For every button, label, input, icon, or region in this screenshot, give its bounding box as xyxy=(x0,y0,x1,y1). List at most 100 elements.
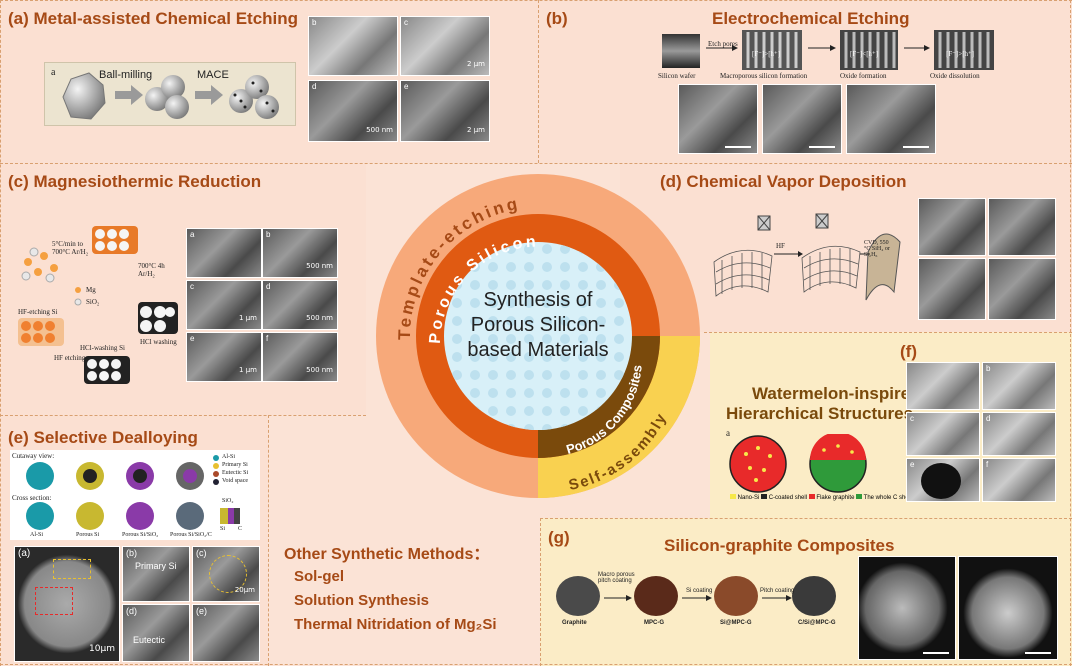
panel-f-sublabel: a xyxy=(726,428,730,438)
tem-image-f-4: d xyxy=(982,412,1056,456)
tem-image-f-5: e xyxy=(906,458,980,502)
wafer-image xyxy=(662,34,700,68)
divider xyxy=(0,415,366,416)
panel-g-label: (g) xyxy=(548,528,570,547)
sem-image-e-a: (a) 10μm xyxy=(14,546,120,662)
sio2-label: SiO₂ xyxy=(86,298,100,306)
layer-si-label: Si xyxy=(220,526,226,532)
panel-e-title: (e) Selective Dealloying xyxy=(8,428,198,447)
etch-label: Etch pores xyxy=(708,40,738,48)
panel-f-label: (f) xyxy=(900,342,917,361)
tem-image-f-3: c xyxy=(906,412,980,456)
legend-primary-si: Primary Si xyxy=(222,462,248,468)
divider xyxy=(268,415,269,666)
panel-f-legend: Nano-Si C-coated shell Flake graphite Th… xyxy=(730,494,911,504)
si-coating-label: Si coating xyxy=(686,588,713,594)
si-mpc-g-label: Si@MPC-G xyxy=(720,620,752,626)
graphite-label: Graphite xyxy=(562,620,587,626)
sem-image-d-4 xyxy=(988,258,1056,320)
cross-section-label: Cross section: xyxy=(12,494,52,502)
sem-image-e-c: (c)20μm xyxy=(192,546,260,602)
mace-scheme-graphic xyxy=(62,72,279,120)
watermelon-graphic xyxy=(729,434,867,493)
dealloying-scheme: Cutaway view: Cross section: Al-Si Prima… xyxy=(10,450,260,540)
c-si-mpc-g-label: C/Si@MPC-G xyxy=(798,620,836,626)
ion-ratio-3: [F⁻]>[h⁺] xyxy=(946,50,975,58)
hcl-label: HCl washing xyxy=(140,338,177,346)
mace-label: MACE xyxy=(197,69,229,81)
panel-b-label: (b) xyxy=(546,9,568,28)
macroporous-label: Macroporous silicon formation xyxy=(720,72,808,80)
hf-arrow-label: HF xyxy=(776,242,785,250)
stage-porous-si-sio2: Porous Si/SiO₂ xyxy=(122,532,159,538)
cvd-condition-label: CVD, 550 °C SiH₄ or Si₂H₆ xyxy=(864,240,890,258)
dealloying-graphic xyxy=(26,455,240,530)
tem-image-f-2: b xyxy=(982,362,1056,410)
other-method-item: Solution Synthesis xyxy=(294,592,430,609)
legend-void-space: Void space xyxy=(222,478,249,484)
tem-image-f-6: f xyxy=(982,458,1056,502)
sem-image-a-b: b xyxy=(308,16,398,76)
temperature-label: 5°C/min to 700°C Ar/H₂ xyxy=(52,240,89,256)
cutaway-label: Cutaway view: xyxy=(12,452,55,460)
sem-image-d-3 xyxy=(918,258,986,320)
sem-image-g-1 xyxy=(858,556,956,660)
stage-porous-si-sio2-c: Porous Si/SiO₂/C xyxy=(170,532,212,538)
divider xyxy=(704,332,1072,333)
sem-image-b-3 xyxy=(846,84,936,154)
cvd-scheme-graphic xyxy=(713,213,901,301)
sem-image-d-1 xyxy=(918,198,986,256)
panel-b-title: Electrochemical Etching xyxy=(712,9,910,28)
magnesio-scheme: 5°C/min to 700°C Ar/H₂ Mg SiO₂ HF-etchin… xyxy=(14,222,182,392)
center-ring-diagram: Template-etching Porous Silicon Porous C… xyxy=(376,174,700,498)
other-method-item: Sol-gel xyxy=(294,568,345,585)
etching-scheme-graphic xyxy=(706,30,994,70)
ion-ratio-2: [F⁻]<[h⁺] xyxy=(850,50,879,58)
magnesio-scheme-graphic xyxy=(18,226,178,384)
divider xyxy=(1070,0,1071,666)
panel-a-scheme: a Ball-milling MACE xyxy=(44,62,296,126)
panel-c-title: (c) Magnesiothermic Reduction xyxy=(8,172,262,191)
stage-porous-si: Porous Si xyxy=(76,532,100,538)
macro-porous-label: Macro porous pitch coating xyxy=(598,572,635,584)
sem-image-b-2 xyxy=(762,84,842,154)
center-title-line2: Porous Silicon- xyxy=(470,314,606,336)
sem-image-e-b: (b)Primary Si xyxy=(122,546,190,602)
divider xyxy=(538,0,539,163)
divider xyxy=(0,0,1072,1)
oxide-formation-label: Oxide formation xyxy=(840,72,887,80)
other-method-item: Thermal Nitridation of Mg₂Si xyxy=(294,616,497,633)
hf-etching-si-label: HF-etching Si xyxy=(18,308,58,316)
legend-eutectic-si: Eutectic Si xyxy=(222,470,249,476)
si-graphite-scheme-graphic xyxy=(556,576,836,616)
divider xyxy=(0,664,1072,665)
panel-f-title-line2: Hierarchical Structures xyxy=(726,404,914,423)
layer-c-label: C xyxy=(238,526,243,532)
panel-g-title: Silicon-graphite Composites xyxy=(664,536,895,555)
condition-label: 700°C 4h Ar/H₂ xyxy=(138,262,165,278)
other-methods-title: Other Synthetic Methods： xyxy=(284,546,490,563)
stage-al-si: Al-Si xyxy=(30,532,44,538)
layer-sio2-label: SiO₂ xyxy=(222,498,234,504)
tem-image-f-1 xyxy=(906,362,980,410)
center-title-line1: Synthesis of xyxy=(483,289,593,311)
sem-image-c-a: a xyxy=(186,228,262,278)
hf-label: HF etching xyxy=(54,354,86,362)
ball-milling-label: Ball-milling xyxy=(99,69,153,81)
panel-f-title-line1: Watermelon-inspired xyxy=(752,384,921,403)
legend-al-si: Al-Si xyxy=(222,454,236,460)
ion-ratio-1: [F⁻]>[h⁺] xyxy=(752,50,781,58)
mg-label: Mg xyxy=(86,286,96,294)
center-title-line3: based Materials xyxy=(467,339,609,361)
pitch-coating-label: Pitch coating xyxy=(760,588,795,594)
sem-image-d-2 xyxy=(988,198,1056,256)
divider xyxy=(540,518,541,666)
